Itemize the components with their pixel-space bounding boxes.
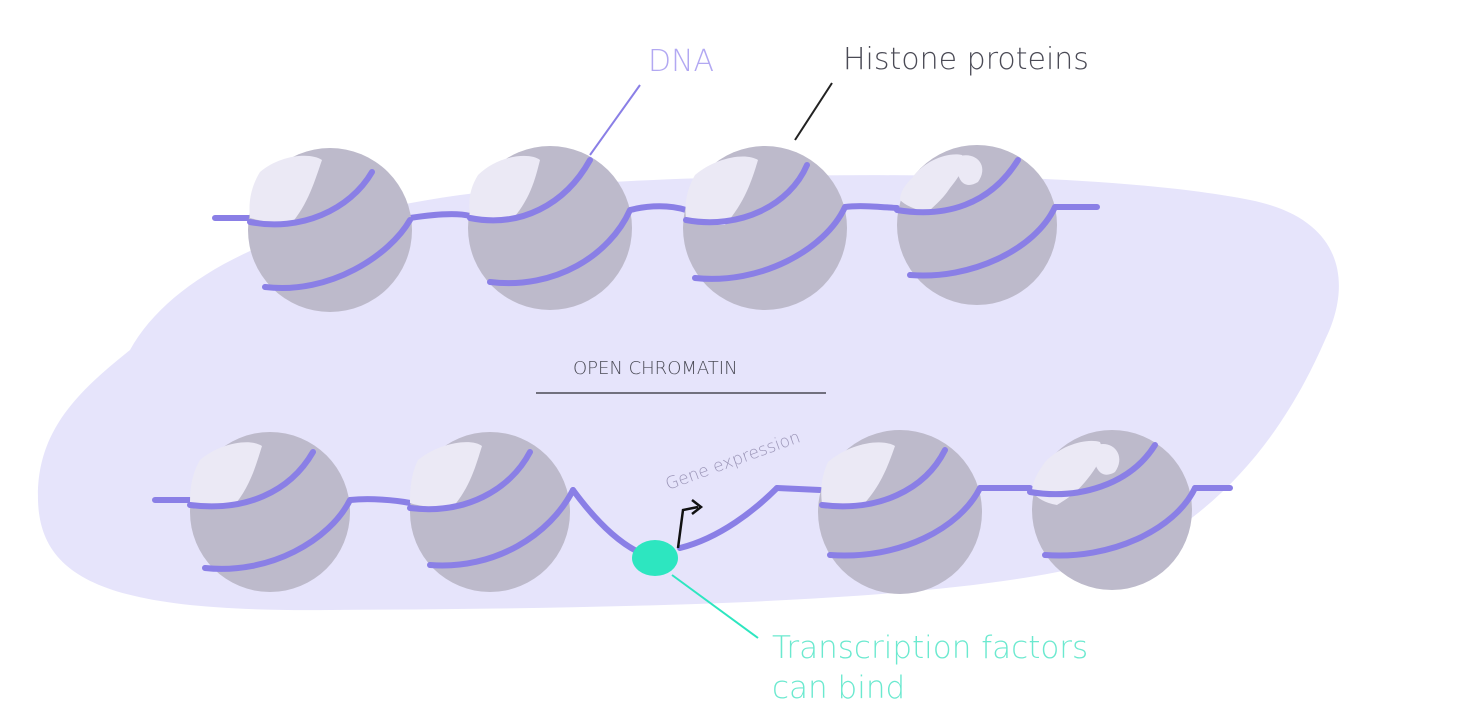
tf-label-line1: Transcription factors: [772, 630, 1088, 666]
bottom-nucleosome-row: [152, 430, 1233, 594]
top-dna-strand: [212, 203, 1100, 221]
histone-pointer-line: [794, 82, 833, 141]
histone-label: Histone proteins: [843, 42, 1089, 77]
histone-protein: [818, 430, 983, 594]
histone-protein: [247, 148, 413, 312]
histone-protein: [683, 146, 848, 310]
tf-pointer-line: [671, 574, 759, 639]
histone-protein: [407, 432, 576, 592]
dna-label: DNA: [648, 44, 714, 79]
bottom-dna-strand: [152, 485, 1233, 558]
dna-pointer-line: [589, 84, 641, 156]
transcription-factor-blob: [632, 540, 678, 576]
histone-protein: [187, 432, 353, 592]
histone-protein: [467, 146, 633, 310]
histone-protein: [894, 145, 1058, 305]
tf-label-line2: can bind: [772, 670, 905, 706]
transcription-start-arrow-icon: [676, 499, 704, 549]
open-chromatin-title: OPEN CHROMATIN: [573, 358, 738, 379]
top-nucleosome-row: [212, 145, 1100, 312]
histone-protein: [1027, 430, 1198, 590]
